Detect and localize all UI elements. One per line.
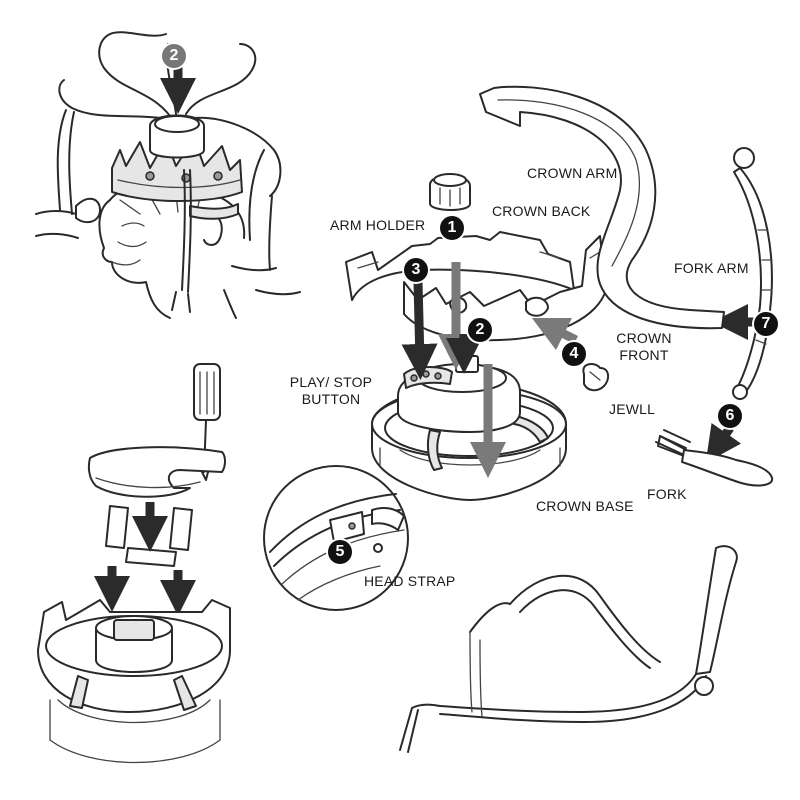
step-badge-4: 4 — [562, 342, 586, 366]
step-badge-5: 5 — [328, 540, 352, 564]
label-fork: FORK — [647, 486, 687, 502]
assembly-arrows — [160, 62, 760, 478]
label-play-stop-line2: BUTTON — [301, 391, 361, 407]
label-play-stop-line1: PLAY/ STOP — [289, 374, 373, 390]
step-badge-2: 2 — [468, 318, 492, 342]
crown-arm-piece — [479, 85, 725, 330]
label-crown-front-line2: FRONT — [619, 347, 669, 363]
step-badge-3: 3 — [404, 258, 428, 282]
label-crown-front-line1: CROWN — [616, 330, 672, 346]
label-crown-front: CROWN FRONT — [612, 330, 676, 364]
step-badge-6: 6 — [718, 404, 742, 428]
fork-piece — [655, 429, 774, 487]
crown-base-assembly — [371, 355, 567, 501]
step-badge-7: 7 — [754, 312, 778, 336]
label-crown-back: CROWN BACK — [492, 203, 591, 219]
step-badge-2-top: 2 — [162, 44, 186, 68]
fork-arm-piece — [732, 147, 773, 400]
label-play-stop-button: PLAY/ STOP BUTTON — [286, 374, 376, 408]
battery-install-illustration — [37, 363, 231, 764]
label-arm-holder: ARM HOLDER — [330, 217, 426, 233]
jewel-piece — [582, 363, 610, 392]
person-wearing-crown-illustration — [35, 31, 301, 319]
label-fork-arm: FORK ARM — [674, 260, 749, 276]
head-strap-detail-zoom — [263, 465, 409, 611]
head-strap-illustration — [399, 545, 738, 753]
label-jewell: JEWLL — [609, 401, 656, 417]
step-badge-1: 1 — [440, 216, 464, 240]
label-head-strap: HEAD STRAP — [364, 573, 456, 589]
label-crown-base: CROWN BASE — [536, 498, 634, 514]
label-crown-arm: CROWN ARM — [527, 165, 618, 181]
arm-holder-piece — [429, 173, 471, 211]
